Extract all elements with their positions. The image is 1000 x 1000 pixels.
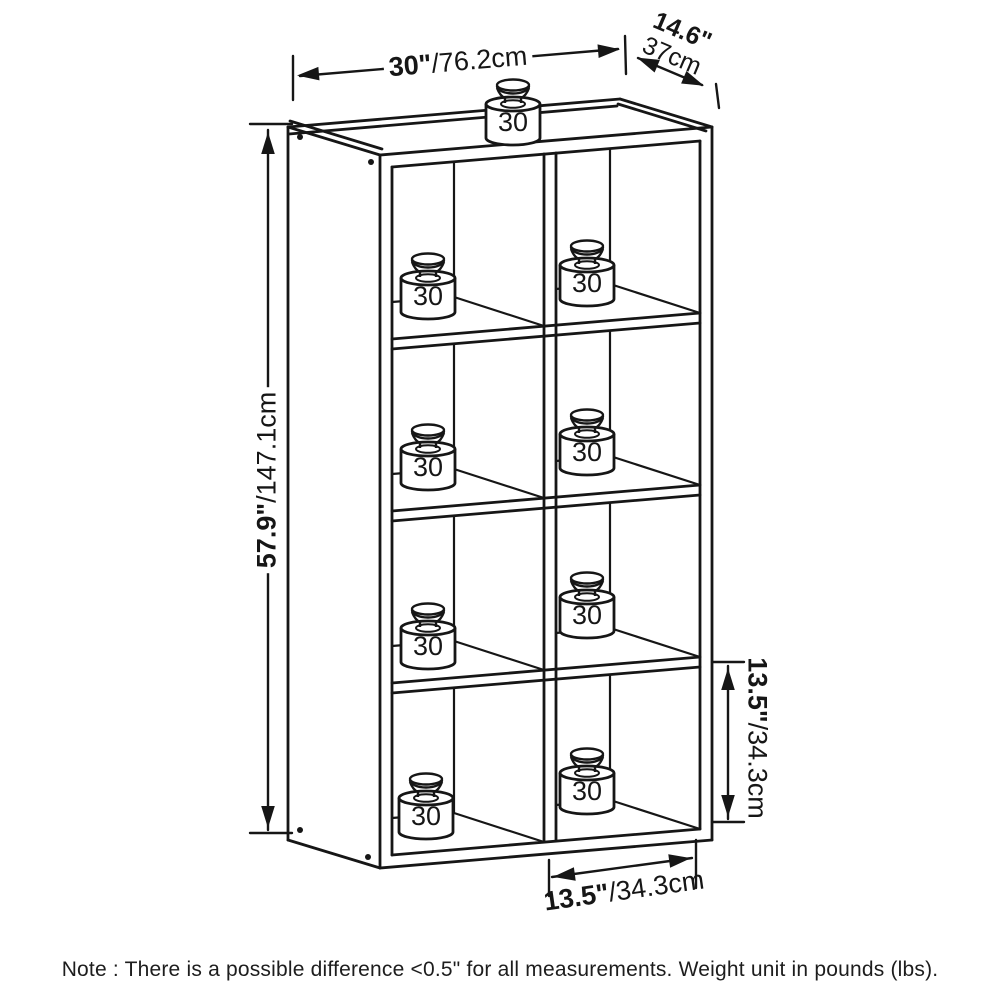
weight-icon: 30 [558,239,616,308]
weight-capacity-label: 30 [572,437,602,467]
weight-capacity-label: 30 [413,631,443,661]
weight-icon: 30 [397,772,455,841]
weight-icon: 30 [558,408,616,477]
weight-capacity-label: 30 [572,268,602,298]
dim-height-inches: 57.9" [251,502,282,569]
dim-label-height: 57.9"/147.1cm [251,386,282,574]
weight-capacity-label: 30 [411,801,441,831]
weight-capacity-label: 30 [572,776,602,806]
weight-icon: 30 [558,571,616,640]
weight-capacity-label: 30 [413,452,443,482]
weight-icon: 30 [484,78,542,147]
note-text: Note : There is a possible difference <0… [61,958,939,981]
weight-capacity-label: 30 [498,107,528,137]
dim-width-inches: 30" [387,48,433,83]
weight-icon: 30 [399,252,457,321]
weight-capacity-label: 30 [413,281,443,311]
weight-icon: 30 [399,602,457,671]
dim-cube-height-metric: /34.3cm [742,722,773,819]
weight-icon: 30 [399,423,457,492]
dim-cube-height-inches: 13.5" [742,657,773,723]
dim-height-metric: /147.1cm [251,391,282,503]
weight-icon: 30 [558,747,616,816]
weight-capacity-label: 30 [572,600,602,630]
dim-label-cube-height: 13.5"/34.3cm [742,657,773,819]
